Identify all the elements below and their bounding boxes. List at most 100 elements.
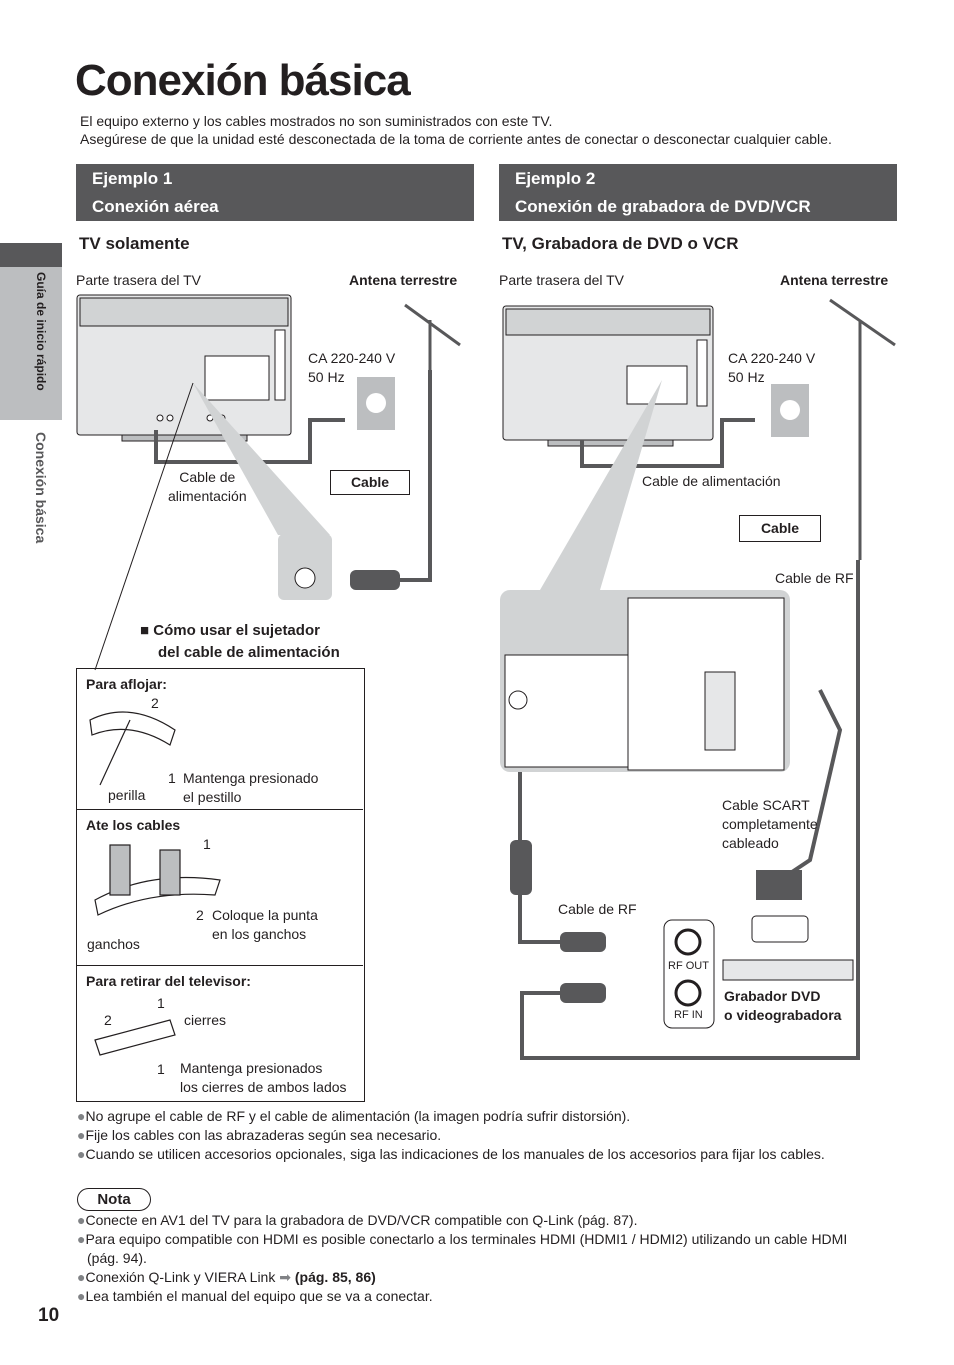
ex1-power-cable-line1: Cable de: [179, 469, 236, 485]
nota-item: ●Lea también el manual del equipo que se…: [77, 1288, 433, 1304]
intro-line-1: El equipo externo y los cables mostrados…: [80, 113, 553, 129]
example2-subtitle: TV, Grabadora de DVD o VCR: [502, 234, 739, 253]
scart-cable-line1: Cable SCART: [722, 797, 810, 813]
tv-rear-illustration-1: [76, 294, 292, 442]
tie-step-2-text: Coloque la punta en los ganchos: [212, 906, 318, 944]
bullet-list: ●No agrupe el cable de RF y el cable de …: [77, 1107, 825, 1164]
holder-divider-2: [77, 965, 363, 966]
ex1-power-cable-line2: alimentación: [168, 488, 247, 504]
ex2-rf-cable-bottom-label: Cable de RF: [558, 901, 637, 917]
recorder-line2: o videograbadora: [724, 1007, 842, 1023]
recorder-label: Grabador DVD o videograbadora: [724, 987, 841, 1025]
tie-step-1-number: 1: [203, 836, 211, 852]
bullet-text: No agrupe el cable de RF y el cable de a…: [85, 1108, 631, 1124]
page-number: 10: [38, 1305, 60, 1326]
rf-out-label: RF OUT: [668, 960, 709, 972]
knob-label: perilla: [108, 787, 146, 803]
intro-line-2: Asegúrese de que la unidad esté desconec…: [80, 131, 832, 147]
recorder-line1: Grabador DVD: [724, 988, 821, 1004]
remove-step-1-text: Mantenga presionados los cierres de ambo…: [180, 1059, 347, 1097]
scart-cable-label: Cable SCART completamente cableado: [722, 796, 818, 853]
cables-2: [518, 418, 860, 1060]
ex2-antenna-label: Antena terrestre: [780, 272, 889, 288]
bullet-item: ●Cuando se utilicen accesorios opcionale…: [77, 1146, 825, 1162]
remove-step-1-bottom-number: 1: [157, 1061, 165, 1077]
sidebar-tab-marker: [0, 243, 62, 267]
nota-text: Conecte en AV1 del TV para la grabadora …: [85, 1212, 638, 1228]
ex1-frequency: 50 Hz: [308, 369, 345, 385]
ex1-power-cable-label: Cable de alimentación: [168, 468, 247, 506]
remove-step-1-line1: Mantenga presionados: [180, 1060, 323, 1076]
ex2-power-cable-label: Cable de alimentación: [642, 473, 781, 489]
antenna-2: [829, 298, 896, 560]
ex1-tv-rear-label: Parte trasera del TV: [76, 272, 202, 288]
ex1-power-spec: CA 220-240 V 50 Hz: [308, 349, 395, 387]
hooks-label: ganchos: [87, 936, 140, 952]
example2-header: Ejemplo 2 Conexión de grabadora de DVD/V…: [499, 164, 897, 221]
nota-item-continued: (pág. 94).: [77, 1249, 897, 1268]
example2-name: Conexión de grabadora de DVD/VCR: [515, 197, 811, 216]
nota-item: ●Para equipo compatible con HDMI es posi…: [77, 1231, 848, 1247]
ex2-cable-box: Cable: [739, 515, 821, 542]
holder-divider-1: [77, 809, 363, 810]
rf-in-label: RF IN: [674, 1009, 703, 1021]
scart-cable-line2: completamente: [722, 816, 818, 832]
remove-heading: Para retirar del televisor:: [86, 973, 251, 989]
tie-heading: Ate los cables: [86, 817, 181, 833]
tie-step-2-number: 2: [196, 907, 204, 923]
nota-badge: Nota: [77, 1188, 151, 1211]
remove-step-1-top-number: 1: [157, 995, 165, 1011]
example1-subtitle: TV solamente: [79, 234, 190, 253]
example1-header: Ejemplo 1 Conexión aérea: [76, 164, 474, 221]
ex1-voltage: CA 220-240 V: [308, 350, 396, 366]
cables-1: [154, 370, 432, 582]
nota-item: ●Conecte en AV1 del TV para la grabadora…: [77, 1212, 638, 1228]
example1-number: Ejemplo 1: [92, 169, 173, 188]
ex1-antenna-label: Antena terrestre: [349, 272, 458, 288]
intro-text: El equipo externo y los cables mostrados…: [80, 112, 832, 148]
loosen-step-1-number: 1: [168, 770, 176, 786]
cable-holder-illustrations: [89, 711, 221, 1056]
ex1-cable-box: Cable: [330, 470, 410, 495]
bullet-text: Fije los cables con las abrazaderas segú…: [85, 1127, 442, 1143]
arrow-icon: ➡: [279, 1269, 291, 1285]
holder-heading-line1: ■ Cómo usar el sujetador: [140, 622, 320, 639]
loosen-step-1-line1: Mantenga presionado: [183, 770, 319, 786]
clasps-label: cierres: [184, 1012, 227, 1028]
ex2-frequency: 50 Hz: [728, 369, 765, 385]
holder-heading-line2: del cable de alimentación: [158, 644, 340, 661]
bullet-item: ●No agrupe el cable de RF y el cable de …: [77, 1108, 631, 1124]
rf-input-zoom-1: [278, 534, 332, 600]
nota-text: Conexión Q-Link y VIERA Link: [85, 1269, 276, 1285]
loosen-step-2-number: 2: [151, 695, 159, 711]
nota-list: ●Conecte en AV1 del TV para la grabadora…: [77, 1211, 897, 1306]
holder-instructions-box: [76, 668, 365, 1102]
bullet-item: ●Fije los cables con las abrazaderas seg…: [77, 1127, 442, 1143]
tie-step-2-line2: en los ganchos: [212, 926, 307, 942]
bullet-text: Cuando se utilicen accesorios opcionales…: [85, 1146, 825, 1162]
tie-step-2-line1: Coloque la punta: [212, 907, 318, 923]
nota-text: (pág. 94).: [87, 1250, 147, 1266]
dvd-recorder: [722, 959, 854, 981]
scart-cable-line3: cableado: [722, 835, 779, 851]
ex2-tv-rear-label: Parte trasera del TV: [499, 272, 625, 288]
example1-name: Conexión aérea: [92, 197, 219, 216]
sidebar-tab: [0, 243, 62, 420]
nota-text: Para equipo compatible con HDMI es posib…: [85, 1231, 848, 1247]
loosen-step-1-text: Mantenga presionado el pestillo: [183, 769, 318, 807]
page-title: Conexión básica: [75, 56, 411, 105]
ex2-voltage: CA 220-240 V: [728, 350, 816, 366]
remove-step-2-number: 2: [104, 1012, 112, 1028]
remove-step-1-line2: los cierres de ambos lados: [180, 1079, 347, 1095]
example2-number: Ejemplo 2: [515, 169, 596, 188]
ex2-power-spec: CA 220-240 V 50 Hz: [728, 349, 815, 387]
loosen-heading: Para aflojar:: [86, 676, 167, 692]
holder-heading: ■ Cómo usar el sujetador del cable de al…: [140, 620, 340, 664]
loosen-step-1-line2: el pestillo: [183, 789, 242, 805]
tv-rear-illustration-2: [502, 305, 714, 447]
antenna-1: [404, 303, 461, 370]
sidebar-label-section: Conexión básica: [33, 432, 49, 544]
nota-page-ref: (pág. 85, 86): [294, 1269, 376, 1285]
nota-text: Lea también el manual del equipo que se …: [85, 1288, 433, 1304]
